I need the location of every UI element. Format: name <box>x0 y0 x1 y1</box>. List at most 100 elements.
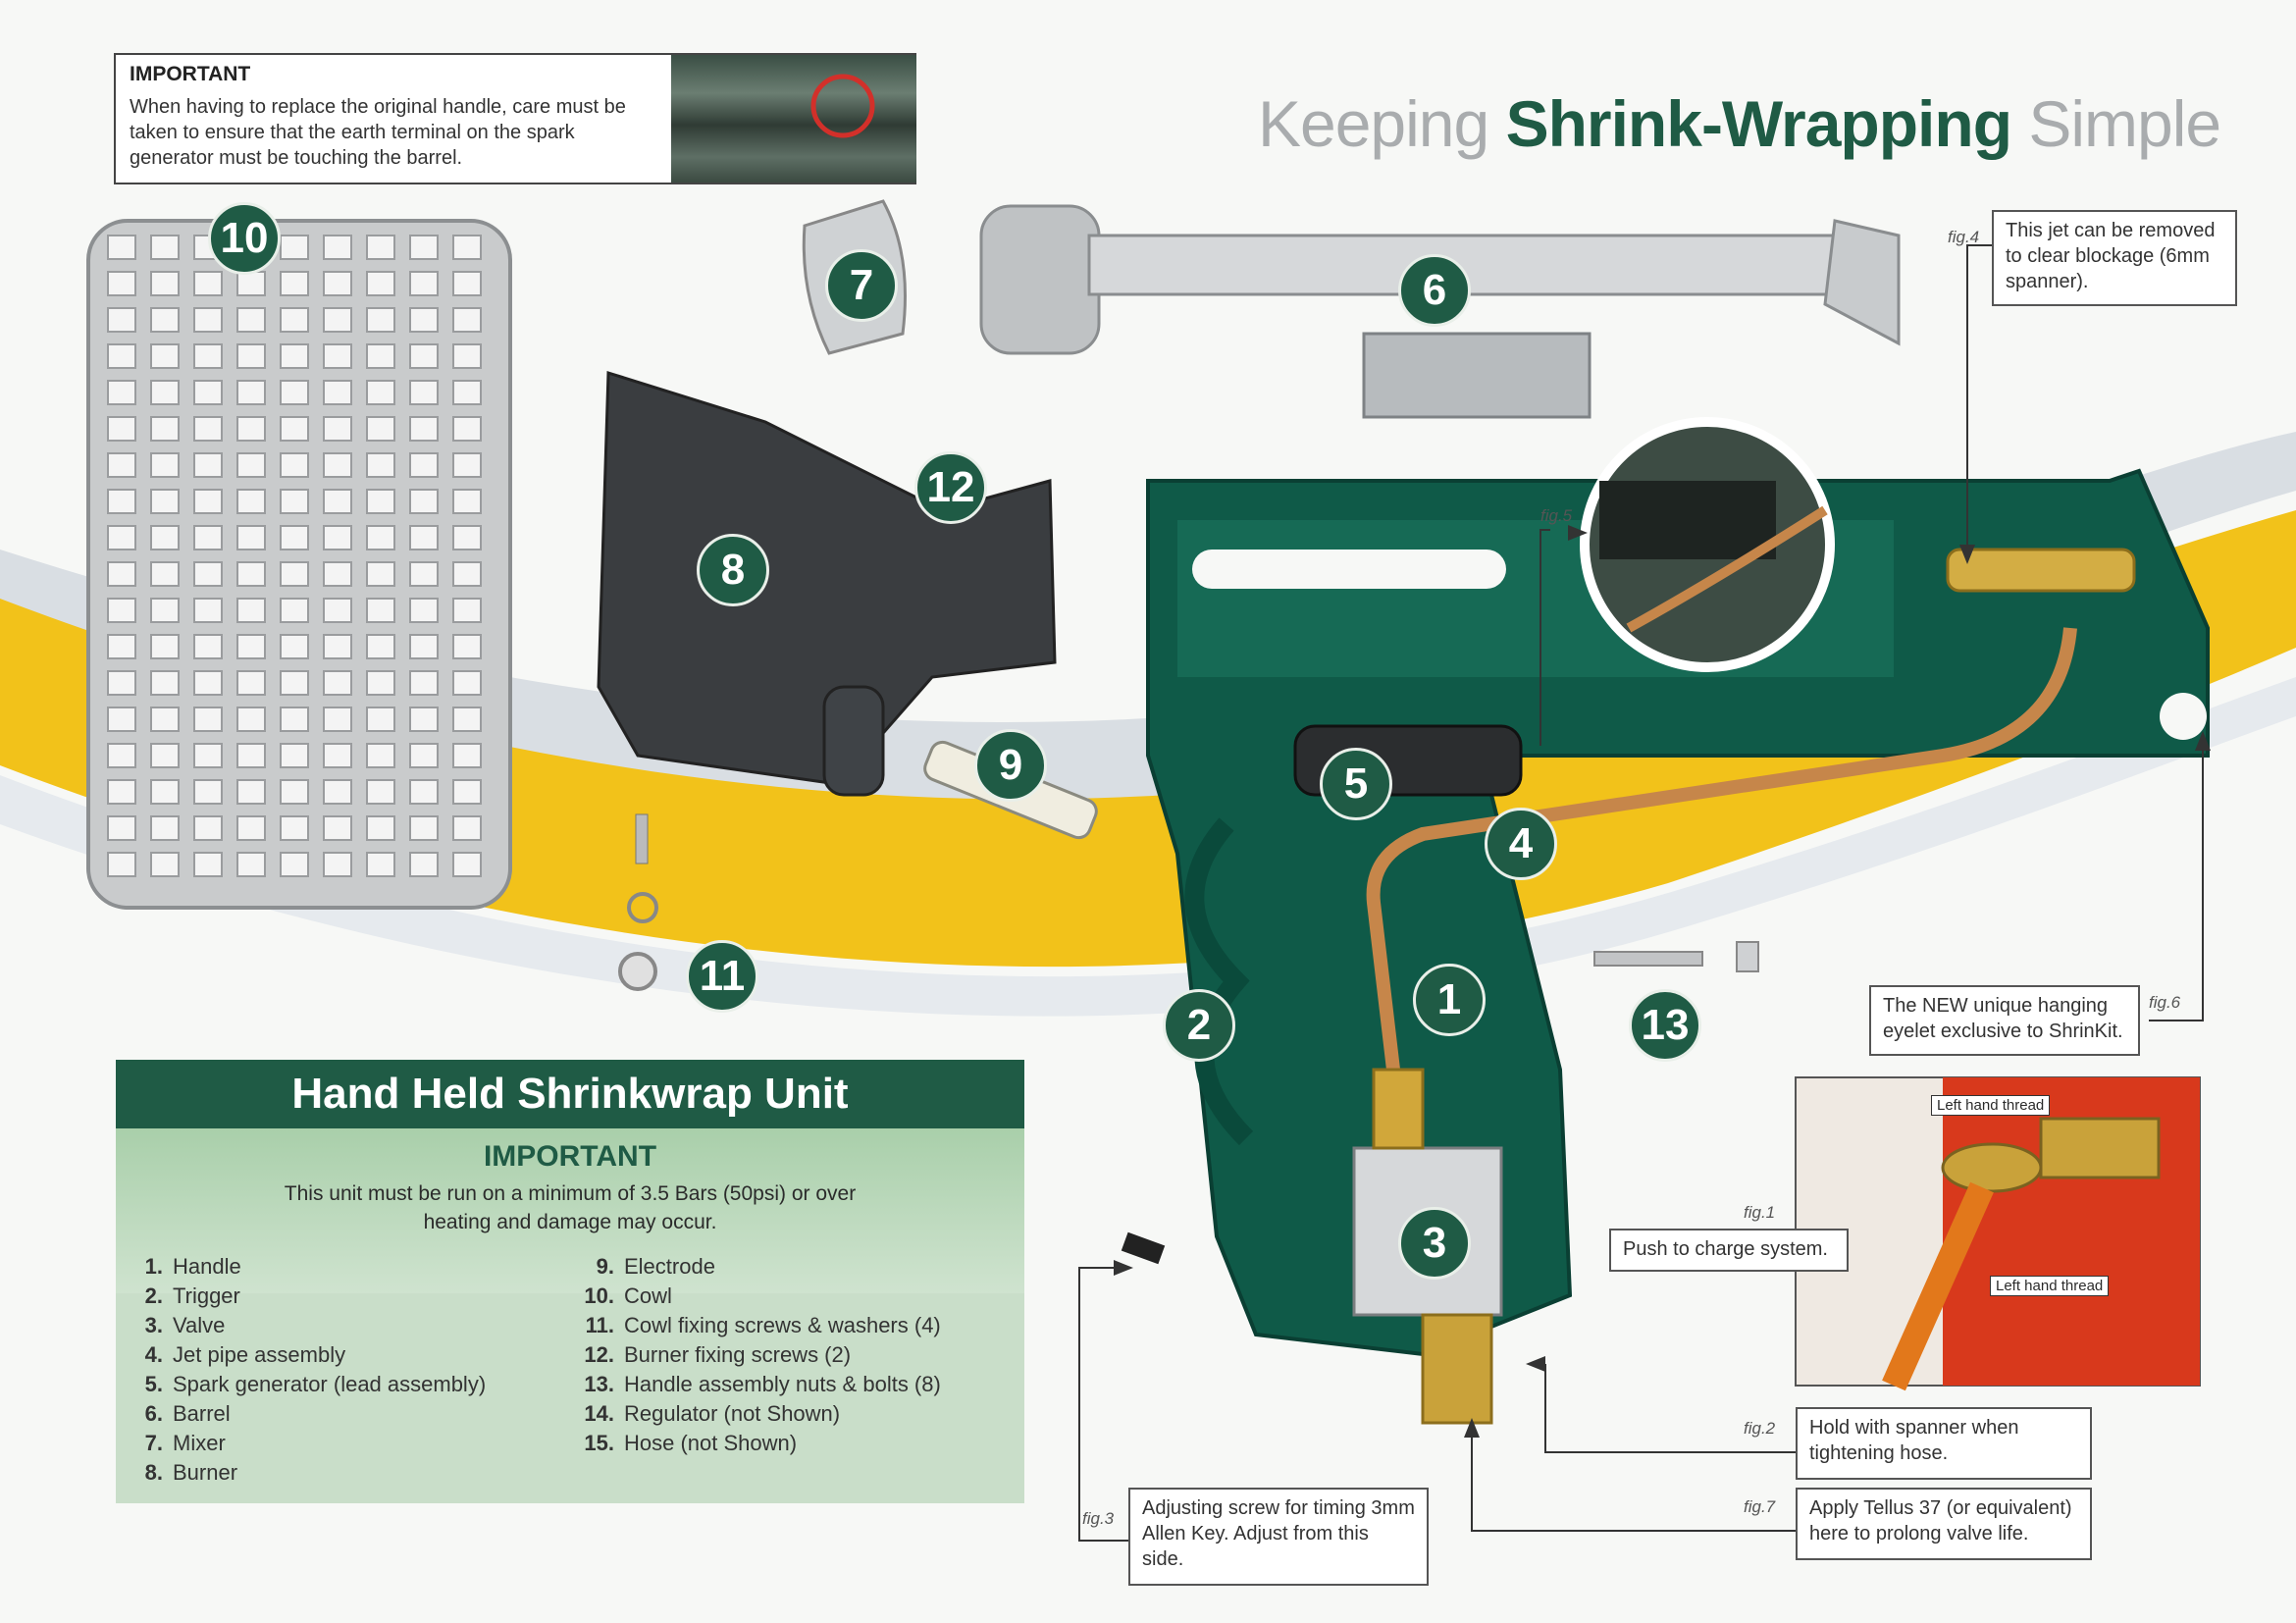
mesh-hole <box>409 489 439 514</box>
part-label: Valve <box>173 1313 226 1337</box>
mesh-hole <box>366 670 395 696</box>
mesh-hole <box>323 452 352 478</box>
barrel-part <box>979 204 1901 419</box>
mesh-hole <box>193 416 223 442</box>
parts-list-item: 5.Spark generator (lead assembly) <box>116 1370 487 1399</box>
mesh-hole <box>107 707 136 732</box>
mesh-hole <box>150 271 180 296</box>
part-badge-8: 8 <box>697 534 769 606</box>
mesh-hole <box>409 598 439 623</box>
fig1-tag: fig.1 <box>1744 1203 1776 1222</box>
part-label: Cowl fixing screws & washers (4) <box>624 1313 941 1337</box>
mesh-hole <box>236 416 266 442</box>
mesh-hole <box>236 634 266 659</box>
mesh-hole <box>150 670 180 696</box>
mesh-hole <box>452 743 482 768</box>
part-number: 11. <box>585 1313 614 1337</box>
mesh-hole <box>323 634 352 659</box>
grey-swoosh <box>0 432 2296 806</box>
mesh-hole <box>452 452 482 478</box>
mesh-hole <box>236 380 266 405</box>
mesh-hole <box>150 779 180 805</box>
mesh-hole <box>280 634 309 659</box>
part-number: 2. <box>144 1283 163 1308</box>
mesh-hole <box>366 743 395 768</box>
mesh-hole <box>107 670 136 696</box>
mesh-hole <box>107 815 136 841</box>
mesh-hole <box>107 380 136 405</box>
mesh-hole <box>280 852 309 877</box>
mesh-hole <box>323 670 352 696</box>
part-label: Trigger <box>173 1283 240 1308</box>
mesh-hole <box>366 452 395 478</box>
part-number: 7. <box>144 1431 163 1455</box>
part-label: Regulator (not Shown) <box>624 1401 841 1426</box>
part-number: 3. <box>144 1313 163 1337</box>
mesh-hole <box>107 634 136 659</box>
parts-list-item: 1. Handle <box>116 1252 486 1282</box>
jet-body <box>1946 548 2136 593</box>
parts-list-item: 12.Burner fixing screws (2) <box>567 1340 941 1370</box>
part-badge-3: 3 <box>1398 1207 1471 1280</box>
mesh-hole <box>452 707 482 732</box>
earth-terminal-photo <box>671 55 916 183</box>
magnified-circle <box>1580 417 1835 672</box>
mesh-hole <box>150 343 180 369</box>
mesh-hole <box>323 307 352 333</box>
bolt <box>1593 951 1703 967</box>
fig7-tag: fig.7 <box>1744 1497 1776 1516</box>
part-number: 13. <box>584 1372 614 1396</box>
mesh-hole <box>452 598 482 623</box>
washer <box>618 952 657 991</box>
part-badge-6: 6 <box>1398 254 1471 327</box>
brass-fitting <box>1372 1068 1425 1150</box>
nut <box>1736 941 1759 972</box>
mesh-hole <box>107 307 136 333</box>
parts-list-item: 10.Cowl <box>567 1282 941 1311</box>
mesh-hole <box>193 852 223 877</box>
panel-warning-area: IMPORTANT This unit must be run on a min… <box>116 1128 1024 1293</box>
mesh-hole <box>280 561 309 587</box>
mesh-hole <box>409 380 439 405</box>
mesh-hole <box>366 598 395 623</box>
part-label: Handle <box>173 1254 241 1279</box>
mesh-hole <box>452 852 482 877</box>
part-label: Cowl <box>624 1283 672 1308</box>
mesh-hole <box>193 670 223 696</box>
mesh-hole <box>193 634 223 659</box>
mesh-hole <box>280 489 309 514</box>
regulator-photo <box>1795 1076 2201 1391</box>
mesh-hole <box>323 815 352 841</box>
panel-heading: Hand Held Shrinkwrap Unit <box>116 1060 1024 1128</box>
washer <box>627 892 658 923</box>
mesh-hole <box>150 307 180 333</box>
part-label: Mixer <box>173 1431 226 1455</box>
part-number: 4. <box>144 1342 163 1367</box>
mesh-hole <box>409 343 439 369</box>
parts-list-item: 2. Trigger <box>116 1282 486 1311</box>
mesh-hole <box>452 779 482 805</box>
mesh-hole <box>193 489 223 514</box>
mesh-hole <box>366 525 395 550</box>
mesh-hole <box>366 271 395 296</box>
mesh-hole <box>193 779 223 805</box>
part-label: Handle assembly nuts & bolts (8) <box>624 1372 941 1396</box>
part-number: 12. <box>584 1342 614 1367</box>
fig4-tag: fig.4 <box>1948 228 1980 246</box>
mesh-hole <box>193 380 223 405</box>
parts-list-item: 13. Handle assembly nuts & bolts (8) <box>567 1370 941 1399</box>
mesh-hole <box>452 634 482 659</box>
mesh-hole <box>193 452 223 478</box>
mesh-hole <box>193 343 223 369</box>
mesh-hole <box>323 489 352 514</box>
part-number: 1. <box>144 1254 163 1279</box>
part-label: Barrel <box>173 1401 231 1426</box>
fig4-callout: This jet can be removed to clear blockag… <box>1992 210 2237 306</box>
mesh-hole <box>280 452 309 478</box>
page-title: Keeping Shrink-Wrapping Simple <box>1258 87 2221 160</box>
mesh-hole <box>323 416 352 442</box>
mesh-hole <box>280 271 309 296</box>
fig5-tag: fig.5 <box>1540 506 1573 525</box>
mesh-hole <box>280 815 309 841</box>
